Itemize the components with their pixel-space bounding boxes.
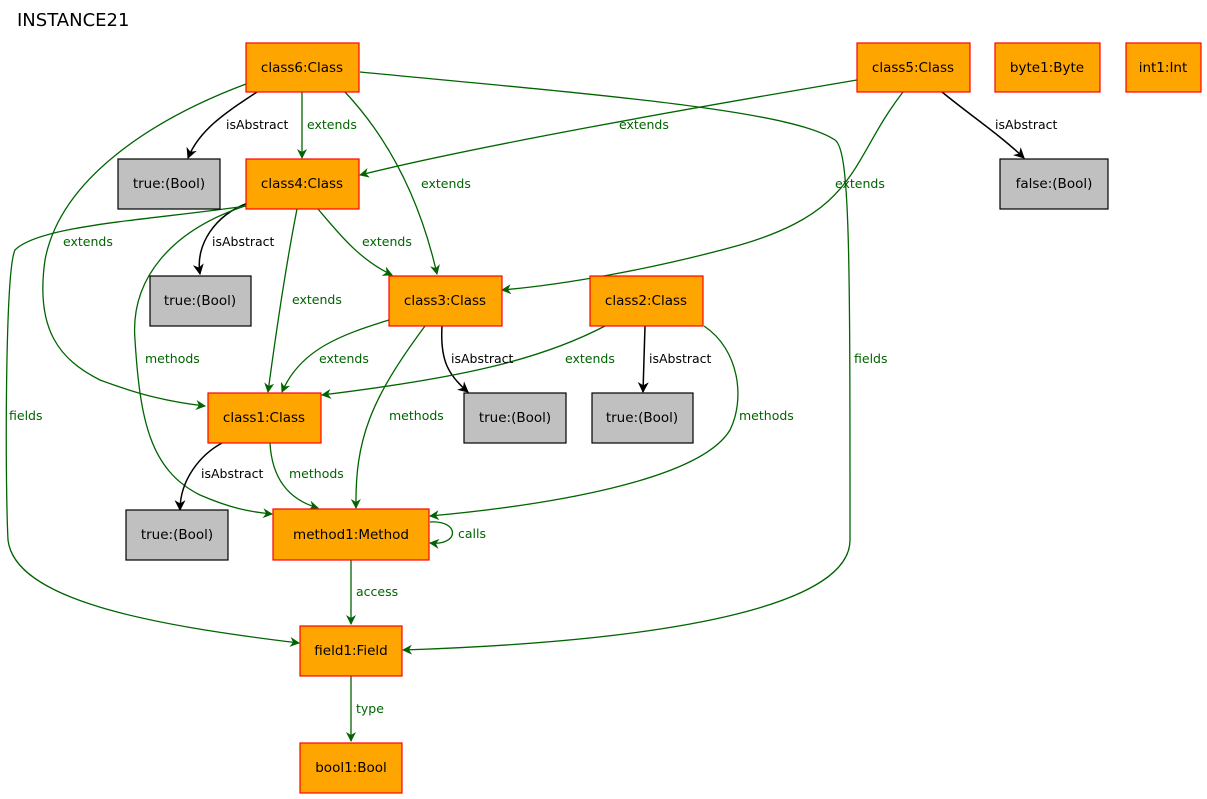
node-label-true-class3: true:(Bool) xyxy=(479,410,551,426)
edge-class4-field1-fields xyxy=(5,205,300,647)
node-label-class6: class6:Class xyxy=(261,60,343,76)
edge-class5-class4-extends xyxy=(359,79,858,178)
edge-class6-class3-extends xyxy=(344,91,440,275)
label-class4-isabstract: isAbstract xyxy=(212,234,275,249)
edge-class6-isabstract xyxy=(186,91,258,160)
edges xyxy=(5,71,1025,742)
edge-class6-field1-fields xyxy=(359,71,851,655)
label-class4-class3-extends: extends xyxy=(362,234,412,249)
label-class4-method1-methods: methods xyxy=(145,351,200,366)
edge-class2-isabstract xyxy=(637,325,649,394)
node-label-true-class1: true:(Bool) xyxy=(141,527,213,543)
label-method1-field1-access: access xyxy=(356,584,398,599)
node-class4: class4:Class xyxy=(245,158,360,210)
node-label-bool1: bool1:Bool xyxy=(315,760,387,776)
node-class2: class2:Class xyxy=(589,275,704,327)
node-true-class4: true:(Bool) xyxy=(149,275,252,327)
node-field1: field1:Field xyxy=(299,625,403,677)
label-class4-class1-extends: extends xyxy=(292,292,342,307)
node-label-true-class2: true:(Bool) xyxy=(606,410,678,426)
label-class3-method1-methods: methods xyxy=(389,408,444,423)
node-false-class5: false:(Bool) xyxy=(999,158,1109,210)
label-method1-calls: calls xyxy=(458,526,486,541)
node-true-class3: true:(Bool) xyxy=(463,392,567,444)
node-label-method1: method1:Method xyxy=(293,527,409,543)
label-class6-class4-extends: extends xyxy=(307,117,357,132)
label-class1-method1-methods: methods xyxy=(289,466,344,481)
label-class4-field1-fields: fields xyxy=(9,408,42,423)
nodes: class6:Class class5:Class byte1:Byte int… xyxy=(117,42,1202,794)
node-label-class2: class2:Class xyxy=(605,293,687,309)
label-class2-class1-extends: extends xyxy=(565,351,615,366)
label-class6-class1-extends: extends xyxy=(63,234,113,249)
edge-class3-class1-extends xyxy=(280,319,390,393)
label-field1-bool1-type: type xyxy=(356,701,384,716)
node-method1: method1:Method xyxy=(272,508,430,561)
node-class1: class1:Class xyxy=(207,392,322,444)
node-class5: class5:Class xyxy=(856,42,971,93)
label-class5-isabstract: isAbstract xyxy=(995,117,1058,132)
node-true-class6: true:(Bool) xyxy=(117,158,221,210)
node-label-class3: class3:Class xyxy=(404,293,486,309)
edge-class5-class3-extends xyxy=(501,91,904,295)
label-class2-method1-methods: methods xyxy=(739,408,794,423)
edge-class4-class3-extends xyxy=(317,208,393,276)
node-byte1: byte1:Byte xyxy=(994,42,1101,93)
node-int1: int1:Int xyxy=(1125,42,1202,93)
label-class5-class3-extends: extends xyxy=(835,176,885,191)
node-label-byte1: byte1:Byte xyxy=(1010,60,1084,76)
label-class6-class3-extends: extends xyxy=(421,176,471,191)
label-class6-field1-fields: fields xyxy=(854,351,887,366)
node-class3: class3:Class xyxy=(388,275,503,327)
edge-class1-method1-methods xyxy=(269,442,319,511)
edge-class4-class1-extends xyxy=(264,208,298,393)
edge-class3-isabstract xyxy=(440,325,469,393)
diagram-title: INSTANCE21 xyxy=(17,10,130,31)
node-true-class2: true:(Bool) xyxy=(591,392,694,444)
edge-class2-class1-extends xyxy=(321,325,606,399)
edge-labels: isAbstract extends extends extends field… xyxy=(9,117,1058,716)
edge-method1-calls xyxy=(429,521,454,549)
node-true-class1: true:(Bool) xyxy=(125,509,229,561)
node-label-true-class6: true:(Bool) xyxy=(133,176,205,192)
edge-class5-isabstract xyxy=(941,91,1025,159)
node-label-class5: class5:Class xyxy=(872,60,954,76)
node-label-field1: field1:Field xyxy=(314,643,387,659)
edge-class3-method1-methods xyxy=(350,325,426,509)
label-class6-isabstract: isAbstract xyxy=(226,117,289,132)
node-label-class4: class4:Class xyxy=(261,176,343,192)
node-label-true-class4: true:(Bool) xyxy=(164,293,236,309)
label-class3-class1-extends: extends xyxy=(319,351,369,366)
edge-class2-method1-methods xyxy=(429,325,739,521)
edge-class1-isabstract xyxy=(174,442,223,512)
node-class6: class6:Class xyxy=(245,42,360,93)
edge-class4-method1-methods xyxy=(133,204,273,519)
node-label-false-class5: false:(Bool) xyxy=(1016,176,1093,192)
node-label-class1: class1:Class xyxy=(223,410,305,426)
label-class5-class4-extends: extends xyxy=(619,117,669,132)
label-class3-isabstract: isAbstract xyxy=(451,351,514,366)
node-label-int1: int1:Int xyxy=(1139,60,1188,76)
label-class2-isabstract: isAbstract xyxy=(649,351,712,366)
label-class1-isabstract: isAbstract xyxy=(201,466,264,481)
node-bool1: bool1:Bool xyxy=(299,742,403,794)
